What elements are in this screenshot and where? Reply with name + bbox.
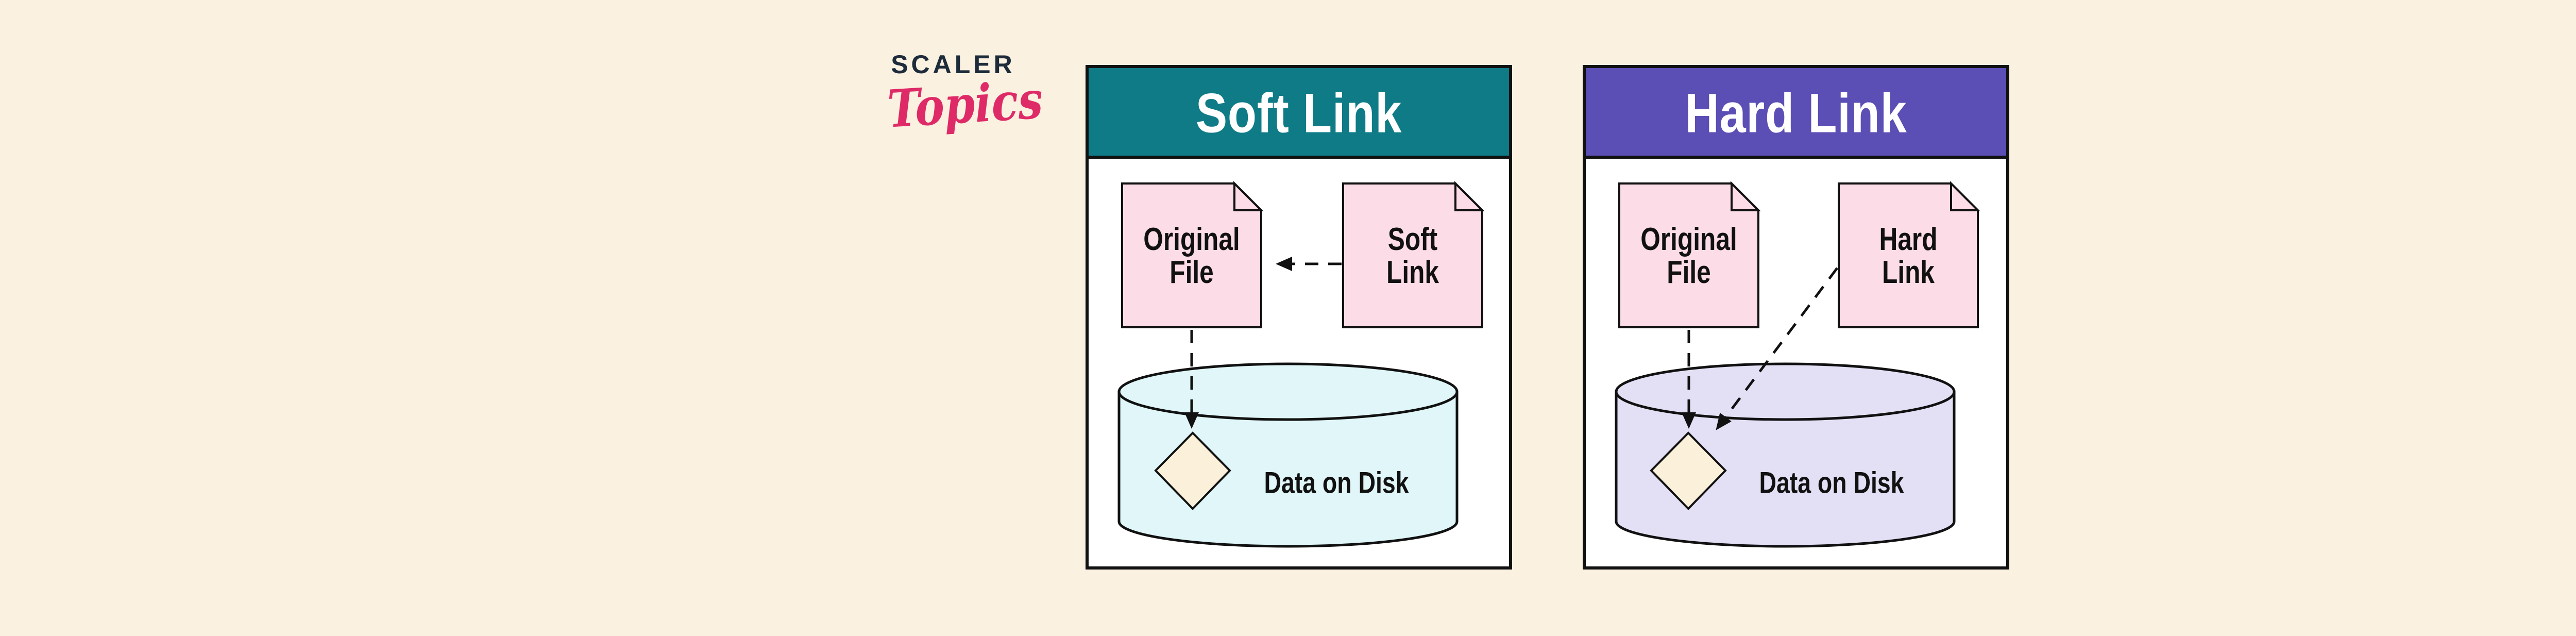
soft-link-file-shape [1342,182,1483,328]
hard-link-file-label-line2: Link [1882,255,1935,290]
soft-original-file-label-line2: File [1170,255,1214,290]
hard-original-file-fold [1731,181,1761,211]
hard-panel-title: Hard Link [1685,81,1907,144]
hard-link-panel [1583,65,2009,570]
soft-original-file-shape [1121,182,1262,328]
hard-data-diamond-icon [1650,431,1727,510]
soft-disk-label: Data on Disk [1264,466,1409,500]
hard-link-file-fold [1950,181,1980,211]
hard-disk-body [1615,390,1956,548]
hard-panel-header [1583,65,2009,159]
soft-original-file-label-line1: Original [1143,222,1240,257]
hard-link-file-label: Hard Link [1879,223,1937,289]
soft-original-file-icon [1121,181,1264,328]
hard-original-file-label-line1: Original [1640,222,1737,257]
hard-original-file-label-line2: File [1667,255,1711,290]
hard-link-file-icon [1838,181,1980,328]
hardlink-to-disk-arrow [1716,267,1839,430]
scaler-topics-logo: SCALER Topics [876,49,1044,140]
soft-original-file-fold [1233,181,1264,211]
hard-original-file-shape [1618,182,1759,328]
hard-disk-top [1615,362,1956,421]
hard-link-file-shape [1838,182,1979,328]
hard-disk-label: Data on Disk [1759,466,1904,500]
hard-original-file-icon [1618,181,1761,328]
soft-disk-body [1117,390,1459,548]
soft-panel-title: Soft Link [1195,81,1402,144]
logo-brand-text: SCALER [891,50,1015,79]
soft-link-file-label-line1: Soft [1387,222,1438,257]
soft-disk-icon [1117,362,1459,548]
soft-link-file-icon [1342,181,1485,328]
soft-link-panel [1086,65,1512,570]
hard-disk-icon [1615,362,1956,548]
soft-panel-header [1086,65,1512,159]
hard-original-file-label: Original File [1640,223,1737,289]
soft-data-diamond-icon [1154,431,1231,510]
soft-disk-top [1117,362,1459,421]
soft-link-file-fold [1454,181,1485,211]
soft-link-file-label: Soft Link [1386,223,1439,289]
hard-link-file-label-line1: Hard [1879,222,1938,257]
soft-original-file-label: Original File [1143,223,1240,289]
soft-link-file-label-line2: Link [1386,255,1439,290]
